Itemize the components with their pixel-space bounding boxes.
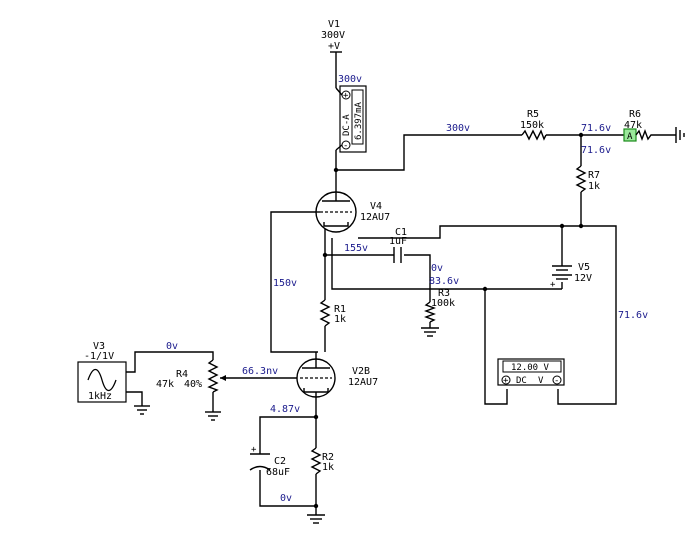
r4-value: 47k (156, 379, 174, 390)
r3-ref: R3 (438, 288, 450, 299)
net-label-71v6-right: 71.6v (618, 310, 648, 321)
capacitor-c1[interactable]: C1 1uF (389, 227, 407, 263)
v1-ref: V1 (328, 19, 340, 30)
net-label-300v-meter: 300v (338, 74, 362, 85)
signal-source-v3[interactable]: V3 -1/1V 1kHz (77, 341, 127, 403)
v5-ref: V5 (578, 262, 590, 273)
resistor-r1[interactable]: R1 1k (319, 299, 346, 327)
net-label-155v: 155v (344, 243, 368, 254)
tube-v2b[interactable]: V2B 12AU7 (296, 358, 378, 398)
r3-value: 100k (431, 298, 455, 309)
ammeter[interactable]: + - DC-A 6.397mA (335, 85, 367, 153)
r1-ref: R1 (334, 304, 346, 315)
svg-text:+: + (251, 445, 257, 455)
wires (126, 52, 676, 515)
v1-value: 300V (321, 30, 345, 41)
capacitor-c2[interactable]: + C2 68uF (249, 445, 290, 478)
r2-ref: R2 (322, 452, 334, 463)
voltmeter[interactable]: 12.00 V + - DC V (497, 358, 565, 386)
v3-ref: V3 (93, 341, 105, 352)
v2b-ref: V2B (352, 366, 370, 377)
net-label-71v6-r7: 71.6v (581, 145, 611, 156)
c2-value: 68uF (266, 467, 290, 478)
net-label-150v: 150v (273, 278, 297, 289)
c2-ref: C2 (274, 456, 286, 467)
resistor-r5[interactable]: R5 150k (520, 109, 547, 141)
v1-supply[interactable]: V1 300V +V (321, 19, 345, 53)
sine-wave-icon (87, 368, 117, 392)
net-label-83v6: 83.6v (429, 276, 459, 287)
net-label-0v-c2: 0v (280, 493, 292, 504)
v4-ref: V4 (370, 201, 382, 212)
net-label-66v3: 66.3nv (242, 366, 278, 377)
net-label-300v: 300v (446, 123, 470, 134)
v1-symbol: +V (328, 41, 340, 52)
battery-v5[interactable]: + V5 12V (550, 262, 592, 290)
r5-value: 150k (520, 120, 544, 131)
ground-icon (307, 514, 325, 524)
v4-value: 12AU7 (360, 212, 390, 223)
v3-value: -1/1V (84, 351, 114, 362)
r1-value: 1k (334, 314, 346, 325)
ammeter-minus: - (343, 141, 348, 151)
ground-icon (134, 405, 150, 415)
voltmeter-unit: V (538, 376, 544, 386)
resistor-r3[interactable]: R3 100k (424, 288, 455, 323)
voltmeter-minus: - (554, 376, 559, 386)
potentiometer-r4[interactable]: R4 47k 40% (156, 359, 226, 393)
r5-ref: R5 (527, 109, 539, 120)
ground-icon (421, 327, 439, 337)
voltmeter-plus: + (503, 376, 509, 386)
ground-icon (675, 127, 685, 143)
ammeter-plus: + (343, 91, 349, 101)
r7-ref: R7 (588, 170, 600, 181)
net-label-0v-r3: 0v (431, 263, 443, 274)
svg-text:+: + (550, 280, 556, 290)
r6-ref: R6 (629, 109, 641, 120)
c1-ref: C1 (395, 227, 407, 238)
ground-icon (205, 411, 221, 421)
tube-v4[interactable]: V4 12AU7 (315, 191, 390, 233)
net-label-0v-pot: 0v (166, 341, 178, 352)
resistor-r7[interactable]: R7 1k (575, 165, 600, 193)
ammeter-mode: DC-A (342, 114, 352, 136)
net-label-4v87: 4.87v (270, 404, 300, 415)
c1-value: 1uF (389, 236, 407, 247)
r2-value: 1k (322, 462, 334, 473)
r6-value: 47k (624, 120, 642, 131)
junctions (313, 132, 584, 509)
v2b-value: 12AU7 (348, 377, 378, 388)
v5-value: 12V (574, 273, 592, 284)
voltmeter-reading: 12.00 V (511, 363, 550, 373)
resistor-r2[interactable]: R2 1k (310, 447, 334, 475)
net-label-71v6-top: 71.6v (581, 123, 611, 134)
r4-percent: 40% (184, 379, 202, 390)
v3-freq: 1kHz (88, 391, 112, 402)
r4-ref: R4 (176, 369, 188, 380)
resistor-r6[interactable]: A R6 47k (623, 109, 652, 142)
r6-probe: A (627, 132, 633, 142)
voltmeter-mode: DC (516, 376, 527, 386)
r7-value: 1k (588, 181, 600, 192)
ammeter-reading: 6.397mA (354, 101, 364, 140)
